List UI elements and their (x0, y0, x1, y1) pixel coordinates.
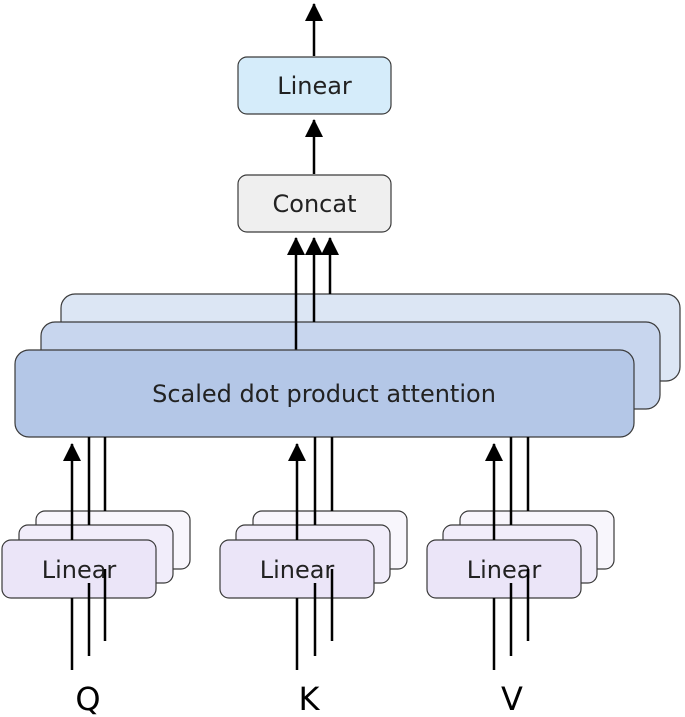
input-v-label: V (501, 680, 523, 717)
output-linear-label: Linear (277, 72, 352, 100)
branch-v: Linear V (426, 437, 615, 717)
concat-box: Concat (237, 174, 392, 233)
branch-q: Linear Q (1, 437, 191, 717)
input-q-label: Q (75, 680, 100, 717)
concat-label: Concat (273, 190, 357, 218)
linear-q-front (1, 539, 157, 599)
input-k-label: K (299, 680, 321, 717)
linear-v-front (426, 539, 582, 599)
output-linear-box: Linear (237, 56, 392, 115)
attention-box: Scaled dot product attention (14, 349, 635, 438)
branch-k: Linear K (219, 437, 408, 717)
linear-k-label: Linear (260, 556, 335, 584)
attention-label: Scaled dot product attention (152, 380, 496, 408)
linear-v-label: Linear (467, 556, 542, 584)
